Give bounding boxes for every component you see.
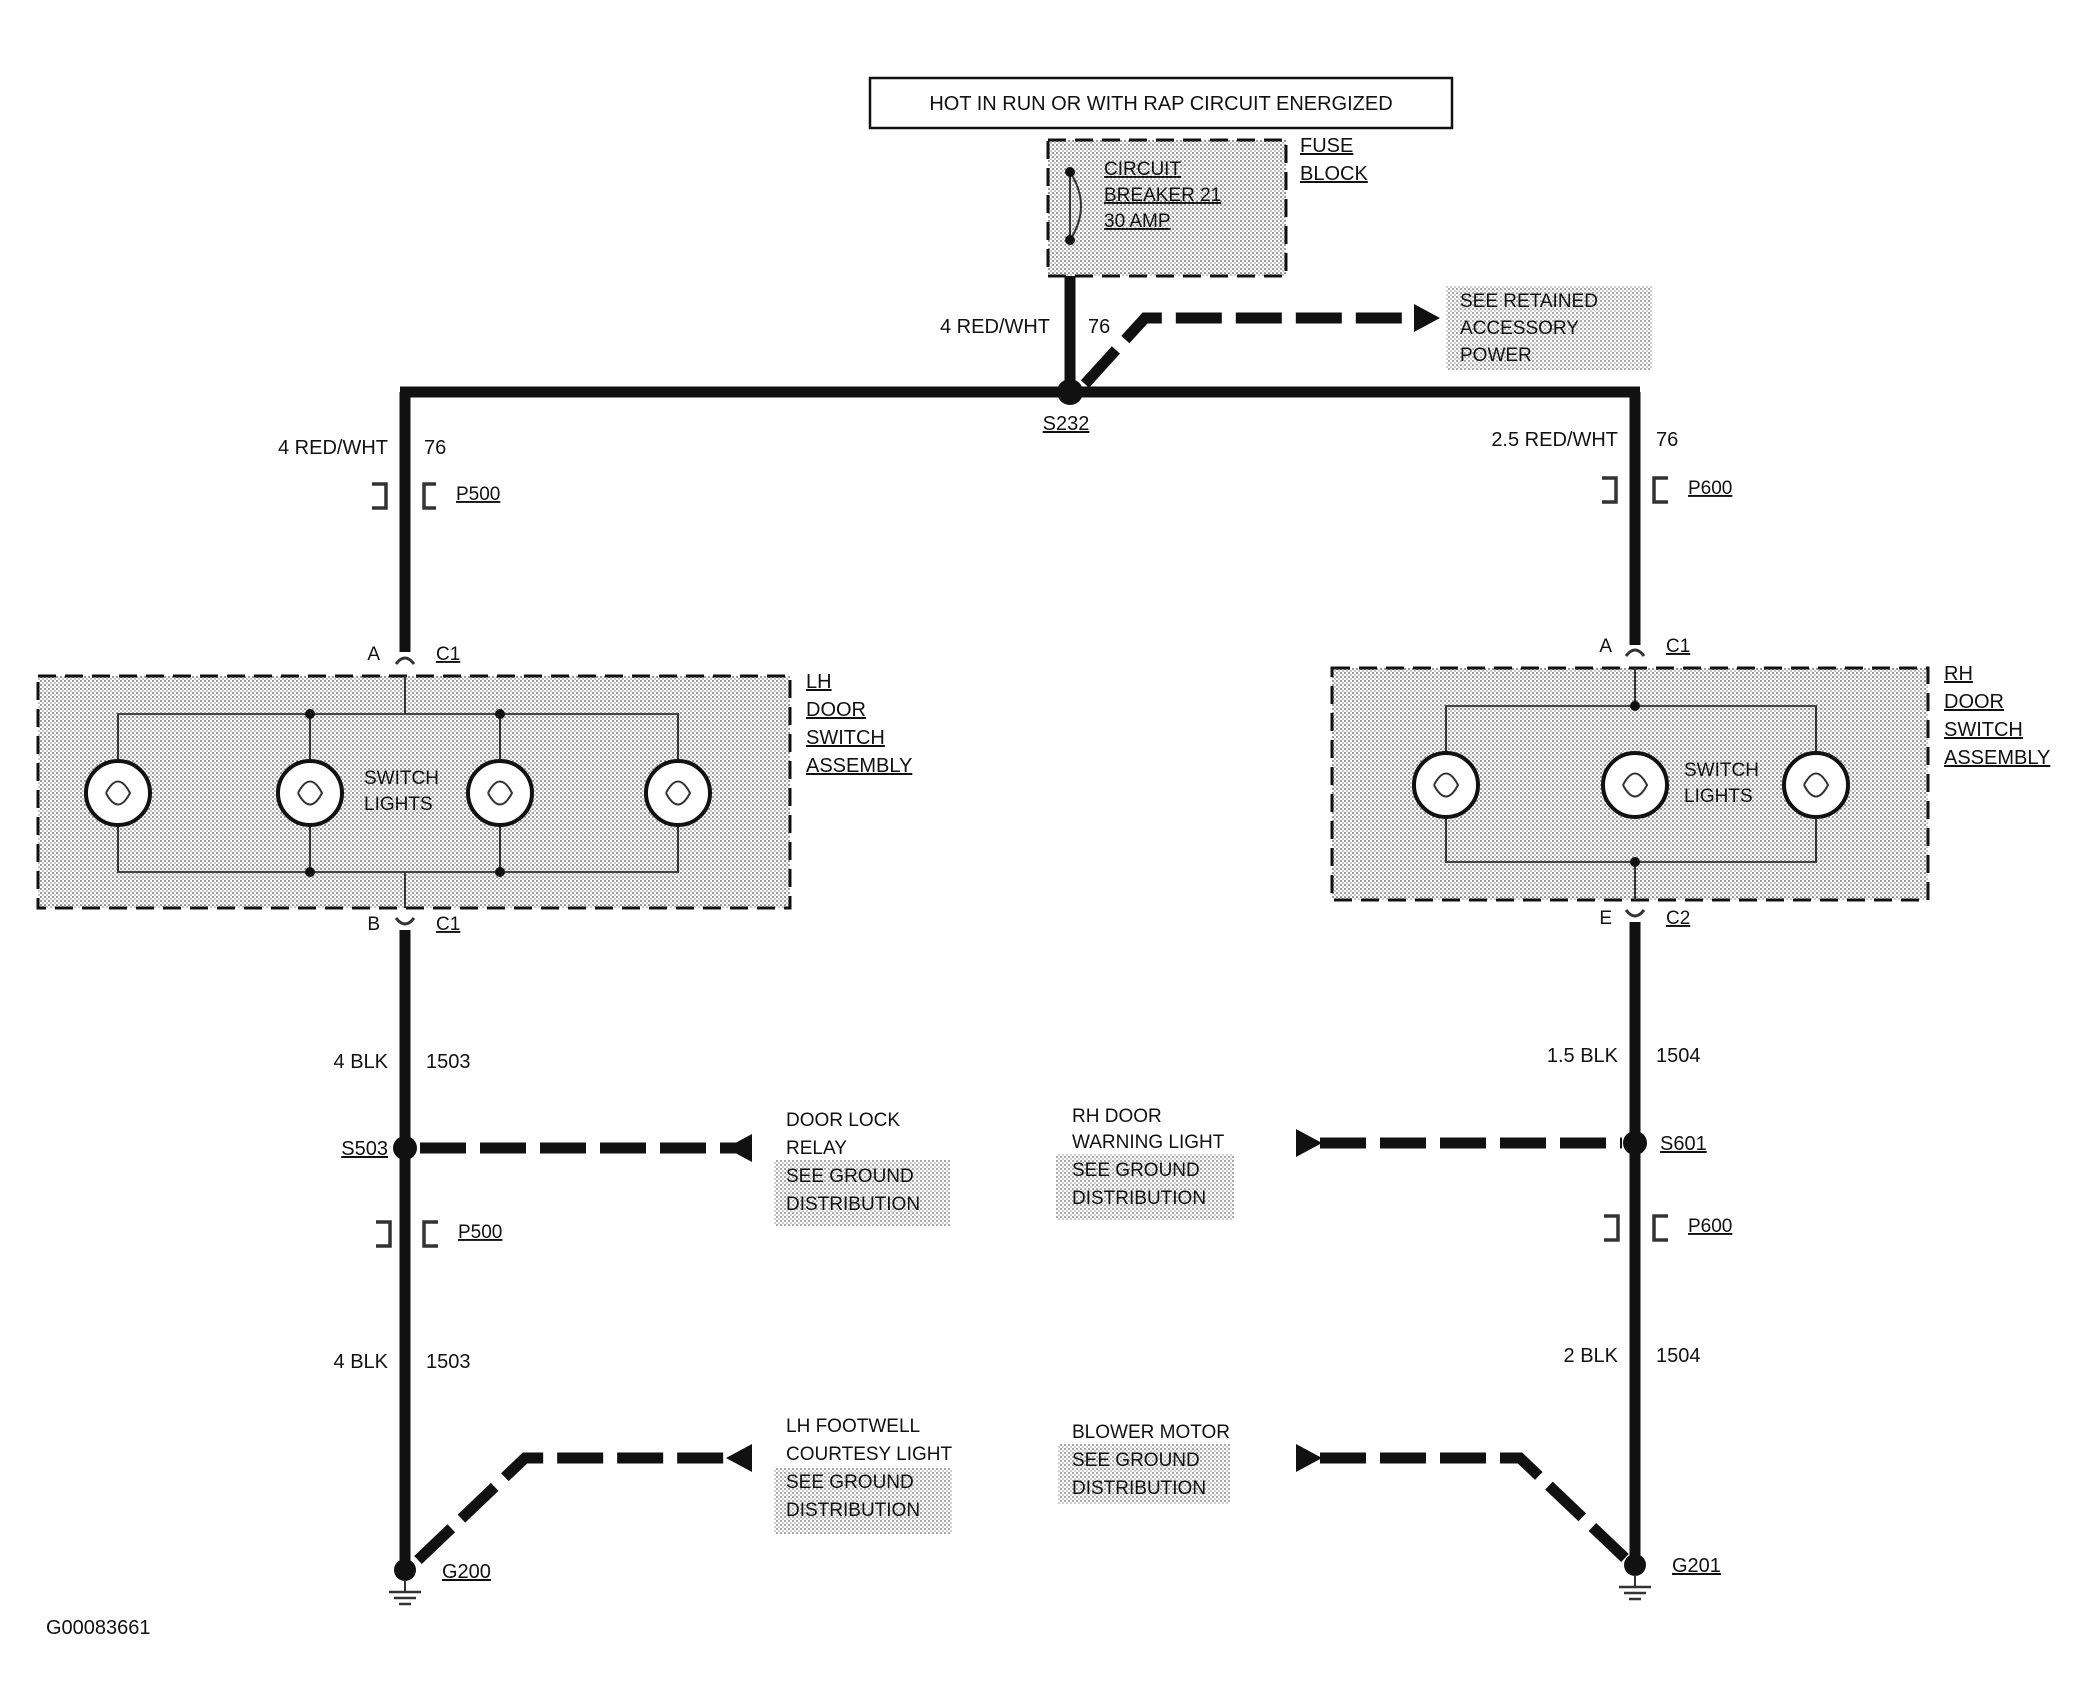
lh-switch-line4: ASSEMBLY	[806, 755, 912, 777]
splice-s232-dot	[1057, 379, 1083, 405]
rh-blk-2-gauge: 2 BLK	[1564, 1345, 1619, 1367]
rh-switch-line3: SWITCH	[1944, 719, 2023, 741]
left-wire-gauge: 4 RED/WHT	[278, 437, 388, 459]
rh-bulb-2	[1601, 751, 1669, 819]
fuse-line2: BREAKER 21	[1104, 185, 1221, 206]
splice-s503-label: S503	[341, 1138, 388, 1160]
ground-wiring	[393, 922, 1647, 1581]
lh-door-switch-assembly: SWITCH LIGHTS LH DOOR SWITCH ASSEMBLY	[36, 671, 912, 910]
lh-footwell-line3: SEE GROUND	[786, 1472, 914, 1493]
rh-door-switch-assembly: SWITCH LIGHTS RH DOOR SWITCH ASSEMBLY	[1330, 663, 2050, 902]
rh-switch-line4: ASSEMBLY	[1944, 747, 2050, 769]
fuse-line3: 30 AMP	[1104, 211, 1171, 232]
rh-warning-line3: SEE GROUND	[1072, 1160, 1200, 1181]
splice-s503-dot	[393, 1136, 417, 1160]
rh-lights-2: LIGHTS	[1684, 786, 1753, 807]
rh-bot-conn: C2	[1666, 908, 1690, 929]
lh-top-pin: A	[367, 644, 380, 665]
p500-top-label: P500	[456, 484, 500, 505]
ground-symbol-lh	[389, 1580, 421, 1606]
lh-bot-pin: B	[367, 914, 380, 935]
red-wht-wiring	[399, 276, 1641, 652]
rh-warning-light-ref: RH DOOR WARNING LIGHT SEE GROUND DISTRIB…	[1056, 1106, 1234, 1220]
splice-s601-dot	[1623, 1131, 1647, 1155]
p600-top-label: P600	[1688, 478, 1732, 499]
lh-switch-line1: LH	[806, 671, 832, 693]
retained-line3: POWER	[1460, 345, 1532, 366]
fuse-block-label-2: BLOCK	[1300, 163, 1368, 185]
rh-blk-2-circuit: 1504	[1656, 1345, 1701, 1367]
fuse-block: CIRCUIT BREAKER 21 30 AMP FUSE BLOCK	[1046, 135, 1368, 278]
lh-lights-1: SWITCH	[364, 768, 439, 789]
rh-switch-line2: DOOR	[1944, 691, 2004, 713]
rh-bulb-3	[1782, 706, 1850, 862]
lh-footwell-line4: DISTRIBUTION	[786, 1500, 920, 1521]
top-wire-circuit: 76	[1088, 316, 1110, 338]
fuse-block-label-1: FUSE	[1300, 135, 1353, 157]
lh-bulb-3	[466, 759, 534, 827]
hot-note: HOT IN RUN OR WITH RAP CIRCUIT ENERGIZED	[868, 76, 1454, 130]
rh-blk-1-circuit: 1504	[1656, 1045, 1701, 1067]
lh-lights-2: LIGHTS	[364, 794, 433, 815]
retained-accessory: SEE RETAINED ACCESSORY POWER	[1446, 286, 1652, 370]
lh-top-conn: C1	[436, 644, 460, 665]
lh-footwell-line2: COURTESY LIGHT	[786, 1444, 953, 1465]
p500-bottom-label: P500	[458, 1222, 502, 1243]
top-wire-gauge: 4 RED/WHT	[940, 316, 1050, 338]
door-lock-line4: DISTRIBUTION	[786, 1194, 920, 1215]
splice-s601-label: S601	[1660, 1133, 1707, 1155]
door-lock-line2: RELAY	[786, 1138, 847, 1159]
rh-warning-line4: DISTRIBUTION	[1072, 1188, 1206, 1209]
connector-p500-top: P500	[372, 482, 500, 510]
door-lock-line1: DOOR LOCK	[786, 1110, 900, 1131]
lh-switch-line3: SWITCH	[806, 727, 885, 749]
rh-top-conn: C1	[1666, 636, 1690, 657]
lh-bulb-1	[84, 714, 152, 872]
rh-bulb-1	[1412, 706, 1480, 862]
lh-bulb-4	[644, 714, 712, 872]
splice-s232-label: S232	[1043, 413, 1090, 435]
connector-p600-top: P600	[1602, 476, 1732, 504]
blower-line2: SEE GROUND	[1072, 1450, 1200, 1471]
lh-blk-2-gauge: 4 BLK	[334, 1351, 389, 1373]
rh-blk-1-gauge: 1.5 BLK	[1547, 1045, 1619, 1067]
rh-warning-line2: WARNING LIGHT	[1072, 1132, 1225, 1153]
connector-p500-bottom: P500	[376, 1220, 502, 1248]
ground-symbol-rh	[1619, 1575, 1651, 1601]
rh-bot-pin: E	[1599, 908, 1612, 929]
blower-motor-ref: BLOWER MOTOR SEE GROUND DISTRIBUTION	[1058, 1422, 1230, 1504]
lh-bulb-2	[276, 759, 344, 827]
door-lock-line3: SEE GROUND	[786, 1166, 914, 1187]
lh-bot-conn: C1	[436, 914, 460, 935]
lh-footwell-line1: LH FOOTWELL	[786, 1416, 920, 1437]
right-wire-circuit: 76	[1656, 429, 1678, 451]
blower-line1: BLOWER MOTOR	[1072, 1422, 1230, 1443]
retained-line1: SEE RETAINED	[1460, 291, 1598, 312]
rh-lights-1: SWITCH	[1684, 760, 1759, 781]
figure-id: G00083661	[46, 1617, 151, 1639]
lh-switch-line2: DOOR	[806, 699, 866, 721]
retained-line2: ACCESSORY	[1460, 318, 1579, 339]
lh-blk-1-circuit: 1503	[426, 1051, 471, 1073]
blower-line3: DISTRIBUTION	[1072, 1478, 1206, 1499]
hot-note-text: HOT IN RUN OR WITH RAP CIRCUIT ENERGIZED	[929, 93, 1392, 115]
lh-footwell-ref: LH FOOTWELL COURTESY LIGHT SEE GROUND DI…	[774, 1416, 953, 1534]
ground-g200-label: G200	[442, 1561, 491, 1583]
left-wire-circuit: 76	[424, 437, 446, 459]
lh-blk-2-circuit: 1503	[426, 1351, 471, 1373]
lh-blk-1-gauge: 4 BLK	[334, 1051, 389, 1073]
fuse-line1: CIRCUIT	[1104, 159, 1181, 180]
connector-p600-bottom: P600	[1604, 1214, 1732, 1242]
rh-warning-line1: RH DOOR	[1072, 1106, 1162, 1127]
door-lock-relay-ref: DOOR LOCK RELAY SEE GROUND DISTRIBUTION	[774, 1110, 950, 1226]
rh-top-pin: A	[1599, 636, 1612, 657]
rh-switch-line1: RH	[1944, 663, 1973, 685]
ground-g201-label: G201	[1672, 1555, 1721, 1577]
right-wire-gauge: 2.5 RED/WHT	[1491, 429, 1618, 451]
p600-bottom-label: P600	[1688, 1216, 1732, 1237]
